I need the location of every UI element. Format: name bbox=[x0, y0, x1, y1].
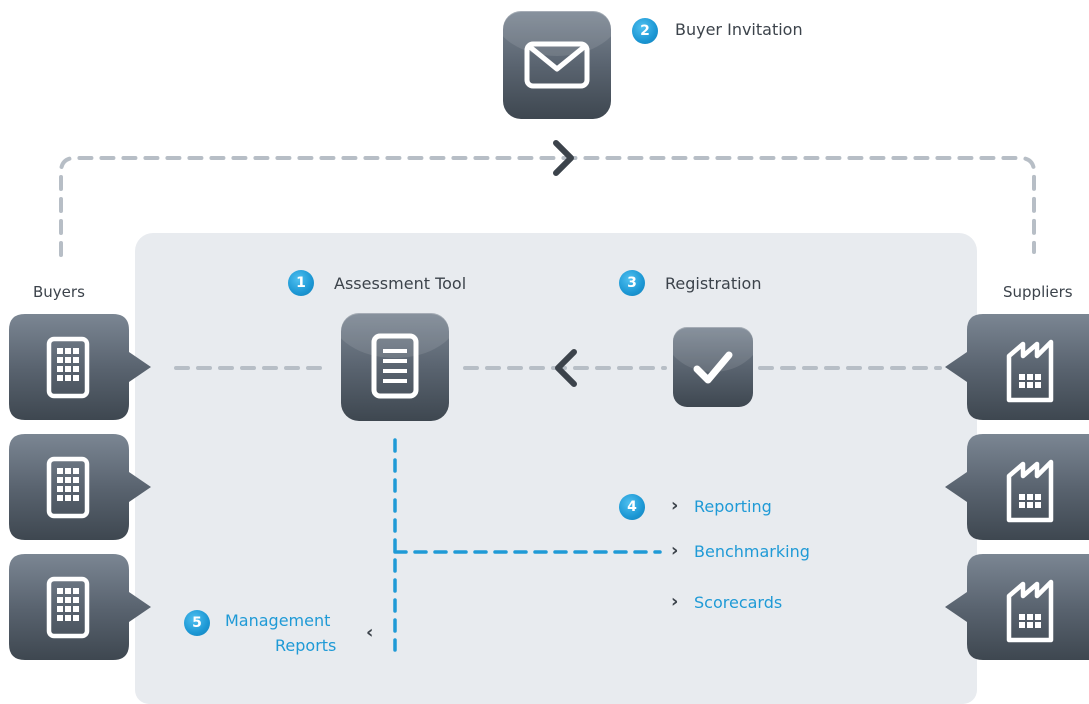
buyer-invitation-label: Buyer Invitation bbox=[675, 20, 803, 39]
envelope-icon bbox=[524, 41, 590, 89]
registration-tile[interactable] bbox=[673, 327, 753, 407]
management-reports-label-line1[interactable]: Management bbox=[225, 611, 331, 630]
buyers-label: Buyers bbox=[33, 283, 85, 301]
benchmarking-link[interactable]: Benchmarking bbox=[694, 542, 810, 561]
office-building-icon bbox=[46, 456, 90, 519]
supplier-factory-tile-3[interactable] bbox=[945, 554, 1089, 660]
reporting-link[interactable]: Reporting bbox=[694, 497, 772, 516]
platform-panel bbox=[135, 233, 977, 704]
invitation-loop-line bbox=[59, 156, 1036, 257]
benchmarking-chevron-icon: › bbox=[671, 540, 679, 561]
factory-icon bbox=[1006, 459, 1054, 523]
buyer-building-tile-3[interactable] bbox=[9, 554, 154, 660]
invitation-tile[interactable] bbox=[503, 11, 611, 119]
reporting-chevron-icon: › bbox=[671, 495, 679, 516]
suppliers-label: Suppliers bbox=[1003, 283, 1073, 301]
factory-icon bbox=[1006, 339, 1054, 403]
step-2-badge: 2 bbox=[632, 18, 658, 44]
step-4-badge: 4 bbox=[619, 494, 645, 520]
supplier-factory-tile-2[interactable] bbox=[945, 434, 1089, 540]
office-building-icon bbox=[46, 336, 90, 399]
scorecards-link[interactable]: Scorecards bbox=[694, 593, 783, 612]
step-5-badge: 5 bbox=[184, 610, 210, 636]
assessment-tile[interactable] bbox=[341, 313, 449, 421]
top-chevron bbox=[553, 140, 574, 176]
factory-icon bbox=[1006, 579, 1054, 643]
step-3-badge: 3 bbox=[619, 270, 645, 296]
buyer-building-tile-1[interactable] bbox=[9, 314, 154, 420]
management-chevron-icon: ‹ bbox=[366, 622, 374, 643]
middle-chevron bbox=[555, 349, 577, 387]
registration-label: Registration bbox=[665, 274, 762, 293]
document-icon bbox=[371, 333, 419, 399]
checkmark-icon bbox=[693, 351, 733, 384]
office-building-icon bbox=[46, 576, 90, 639]
supplier-factory-tile-1[interactable] bbox=[945, 314, 1089, 420]
management-reports-label-line2[interactable]: Reports bbox=[275, 636, 337, 655]
step-1-badge: 1 bbox=[288, 270, 314, 296]
scorecards-chevron-icon: › bbox=[671, 591, 679, 612]
assessment-tool-label: Assessment Tool bbox=[334, 274, 467, 293]
buyer-building-tile-2[interactable] bbox=[9, 434, 154, 540]
